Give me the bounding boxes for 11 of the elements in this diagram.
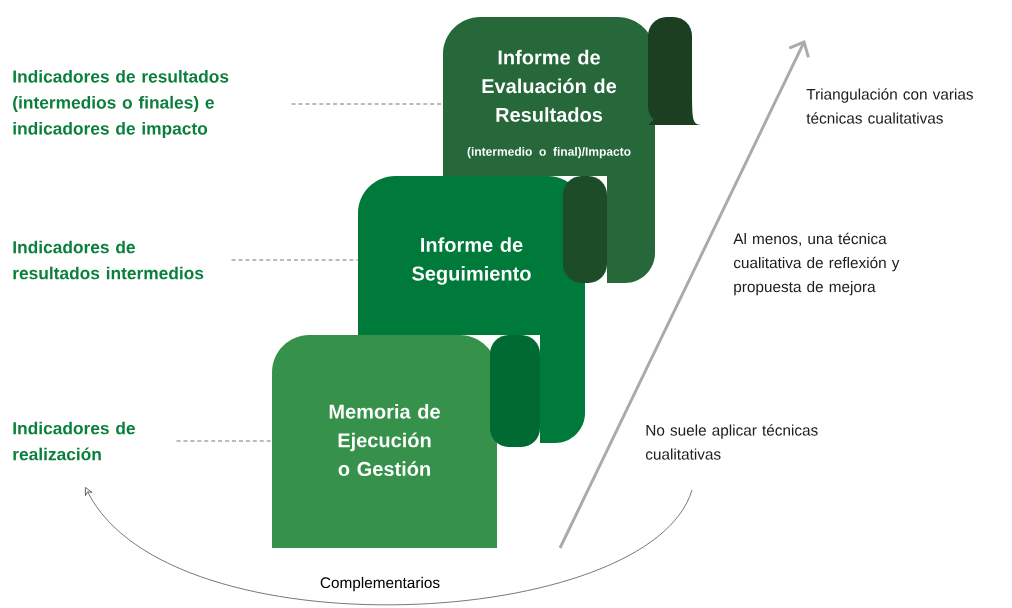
note-text: Triangulación con varias técnicas cualitativas xyxy=(806,88,973,124)
note-text: Al menos, una técnica cualitativa de reflexión y propuesta de mejora xyxy=(733,232,900,296)
indicator-text: Indicadores de realización xyxy=(13,421,135,461)
indicator-text: Indicadores de resultados intermedios xyxy=(13,240,204,280)
curved-arrow xyxy=(85,487,693,606)
note-text: No suele aplicar técnicas cualitativas xyxy=(645,424,818,460)
indicator-text: Indicadores de resultados (intermedios o finales) e indicadores de impacto xyxy=(13,69,229,139)
dashed-connector xyxy=(176,440,273,442)
edge-label: Complementarios xyxy=(317,574,443,594)
dashed-connector xyxy=(291,103,444,105)
dashed-connector xyxy=(231,259,359,261)
